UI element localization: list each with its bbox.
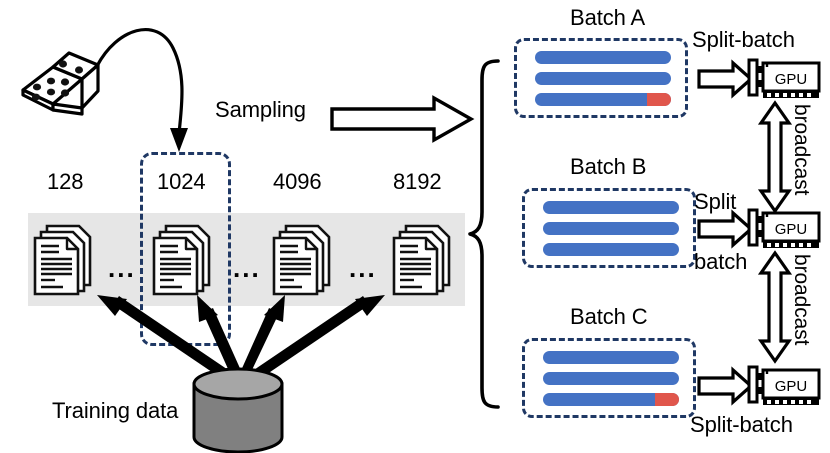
dice-to-selection-arrow-icon [95, 18, 205, 158]
ellipsis-1: ... [108, 253, 136, 283]
batch-c-row-3 [543, 393, 679, 406]
batch-a-row-1 [535, 51, 671, 64]
batch-b-split-label-line2: batch [694, 249, 748, 274]
batch-b-title: Batch B [570, 154, 647, 179]
seq-length-label-4096: 4096 [273, 169, 322, 194]
gpu-label-a: GPU [775, 71, 808, 88]
batch-c-title: Batch C [570, 304, 648, 329]
batch-c-row-3-overflow [654, 393, 679, 406]
batch-c-split-label: Split-batch [690, 412, 793, 437]
batch-b-row-2 [543, 222, 679, 235]
batch-b-row-1 [543, 201, 679, 214]
sampling-fan-arrows-icon [75, 285, 405, 400]
seq-length-label-1024: 1024 [157, 169, 206, 194]
seq-length-label-128: 128 [47, 169, 84, 194]
batch-a-split-arrow-icon [697, 59, 754, 99]
dice-icon [20, 46, 106, 118]
document-stack-icon-4096 [272, 223, 332, 297]
batch-b-split-label-line1: Split [694, 189, 737, 214]
left-curly-brace-icon [468, 58, 502, 410]
sampling-arrow-icon [330, 95, 475, 143]
gpu-card-icon-c[interactable]: GPU [745, 365, 823, 409]
seq-length-label-8192: 8192 [393, 169, 442, 194]
gpu-label-b: GPU [775, 221, 808, 238]
broadcast-arrow-a-b-icon [757, 100, 793, 214]
batch-a-title: Batch A [570, 5, 646, 30]
batch-c-split-arrow-icon [697, 366, 754, 406]
broadcast-label-b-c: broadcast [790, 254, 813, 346]
ellipsis-2: ... [233, 253, 261, 283]
batch-a-box[interactable] [514, 38, 688, 118]
batch-b-row-3 [543, 243, 679, 256]
gpu-label-c: GPU [775, 378, 808, 395]
broadcast-arrow-b-c-icon [757, 250, 793, 364]
database-cylinder-icon [190, 367, 286, 453]
batch-a-row-3-overflow [646, 93, 671, 106]
document-stack-icon-1024 [152, 223, 212, 297]
batch-c-box[interactable] [522, 338, 696, 418]
batch-b-box[interactable] [522, 188, 696, 268]
batch-c-row-1 [543, 351, 679, 364]
gpu-card-icon-b[interactable]: GPU [745, 208, 823, 252]
batch-a-split-label: Split-batch [692, 27, 795, 52]
batch-a-row-2 [535, 72, 671, 85]
sequence-length-band [28, 213, 465, 306]
gpu-card-icon-a[interactable]: GPU [745, 58, 823, 102]
batch-b-split-arrow-icon [697, 209, 754, 249]
batch-a-row-3 [535, 93, 671, 106]
document-stack-icon-8192 [392, 223, 452, 297]
broadcast-label-a-b: broadcast [790, 104, 813, 196]
sampling-label: Sampling [215, 97, 306, 122]
ellipsis-3: ... [349, 253, 377, 283]
document-stack-icon-128 [33, 223, 93, 297]
training-data-label: Training data [52, 398, 179, 423]
batch-c-row-2 [543, 372, 679, 385]
